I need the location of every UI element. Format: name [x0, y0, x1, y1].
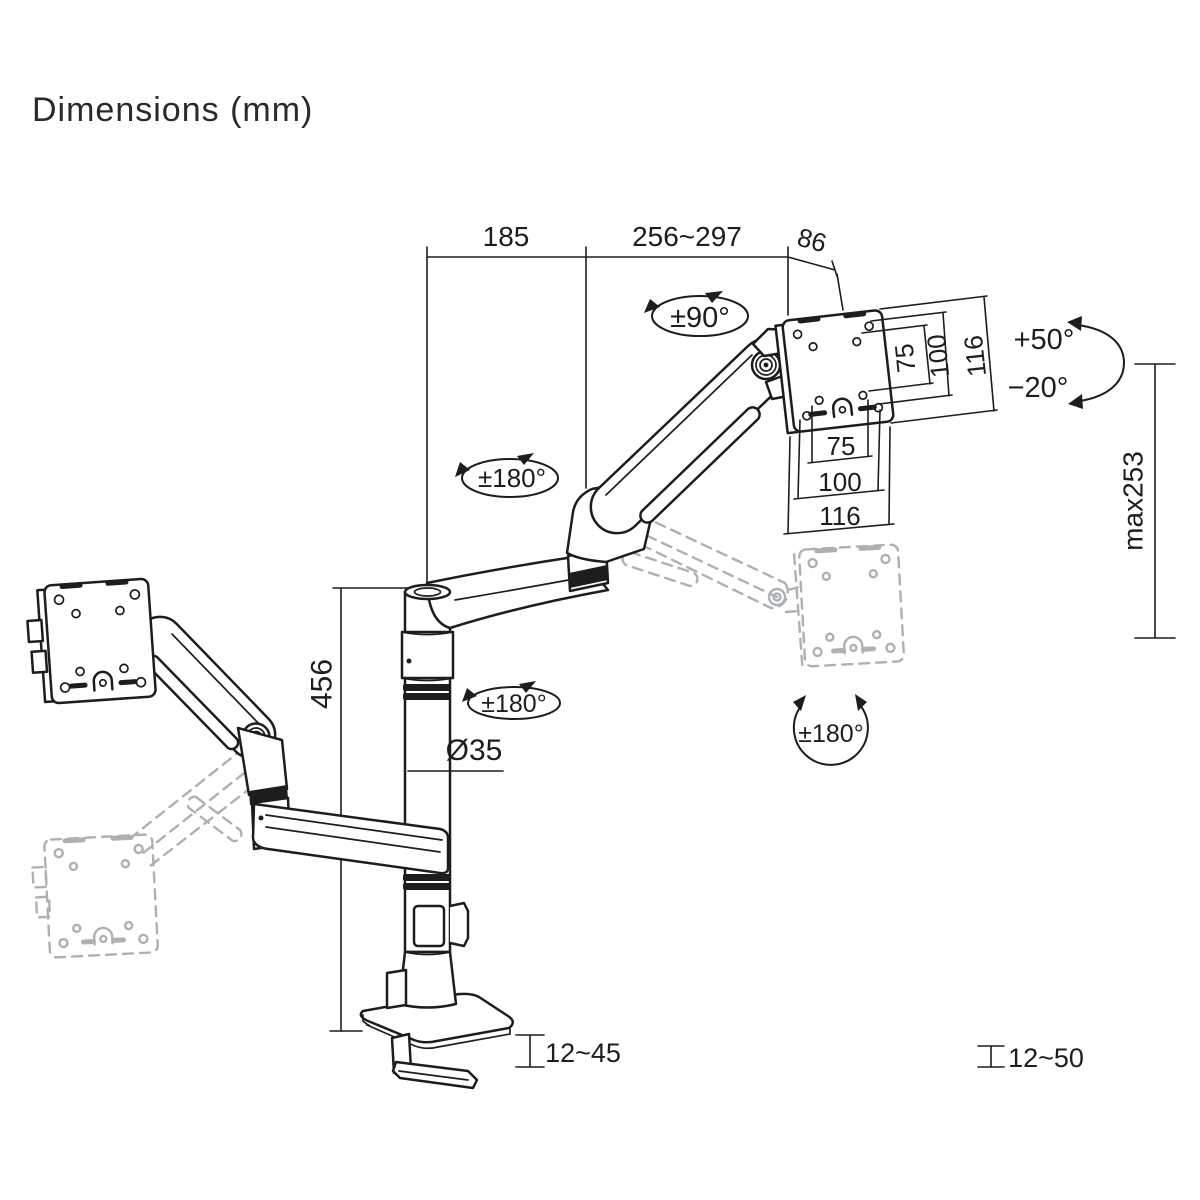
page-title: Dimensions (mm)	[32, 91, 313, 129]
solid-drawing	[26, 309, 895, 1090]
vesa-bottom-100-label: 100	[818, 467, 861, 497]
upper-arm-rotation-ellipse	[461, 458, 559, 498]
height-adjust-dimension	[1134, 363, 1176, 639]
dimension-annotations: Dimensions (mm) 185 256~297 86 75 100 11…	[32, 91, 1176, 1073]
hidden-extension-lines	[329, 246, 789, 1032]
lower-arm-rotation-label: ±180°	[481, 690, 546, 718]
desk-clamp	[359, 950, 514, 1090]
pole-height-label: 456	[306, 659, 339, 709]
vesa-bottom-116-label: 116	[819, 501, 860, 531]
height-adjust-label: max253	[1118, 451, 1149, 551]
clamp-range-label: 12~45	[545, 1038, 621, 1068]
ghost-lower-arm-position	[126, 746, 268, 868]
pole-diameter-label: Ø35	[446, 734, 503, 767]
lower-vesa-plate	[26, 577, 157, 705]
head-swivel-ellipse	[651, 295, 749, 337]
ghost-upper-arm-position	[609, 506, 801, 614]
vesa-side-116-label: 116	[958, 334, 992, 378]
upper-gas-arm	[589, 327, 794, 535]
vesa-side-75-label: 75	[889, 342, 922, 374]
rear-arm-length-label: 185	[483, 221, 530, 252]
upper-vesa-plate	[774, 309, 895, 435]
tilt-down-label: −20°	[1008, 372, 1069, 404]
ghost-lower-vesa-plate	[31, 833, 159, 959]
pole	[400, 590, 470, 954]
head-depth-label: 86	[794, 222, 830, 258]
ghost-upper-vesa-plate	[792, 543, 906, 668]
monitor-rotation-circle	[792, 704, 869, 766]
vesa-bottom-75-label: 75	[827, 431, 856, 461]
head-depth-dimension	[787, 256, 844, 311]
vesa-side-100-label: 100	[921, 333, 955, 379]
rotation-annotations	[455, 291, 1126, 766]
tilt-arc	[1077, 324, 1126, 402]
monitor-rotation-label: ±180°	[798, 720, 863, 748]
lower-arm-rotation-ellipse	[467, 686, 561, 720]
lower-arm-assembly	[236, 722, 450, 875]
cable-clip	[448, 901, 470, 948]
upper-arm-rotation-label: ±180°	[478, 463, 546, 493]
tilt-up-label: +50°	[1014, 324, 1075, 356]
grommet-range-label: 12~50	[1008, 1043, 1084, 1073]
front-arm-length-label: 256~297	[632, 221, 742, 252]
head-swivel-label: ±90°	[670, 302, 730, 334]
